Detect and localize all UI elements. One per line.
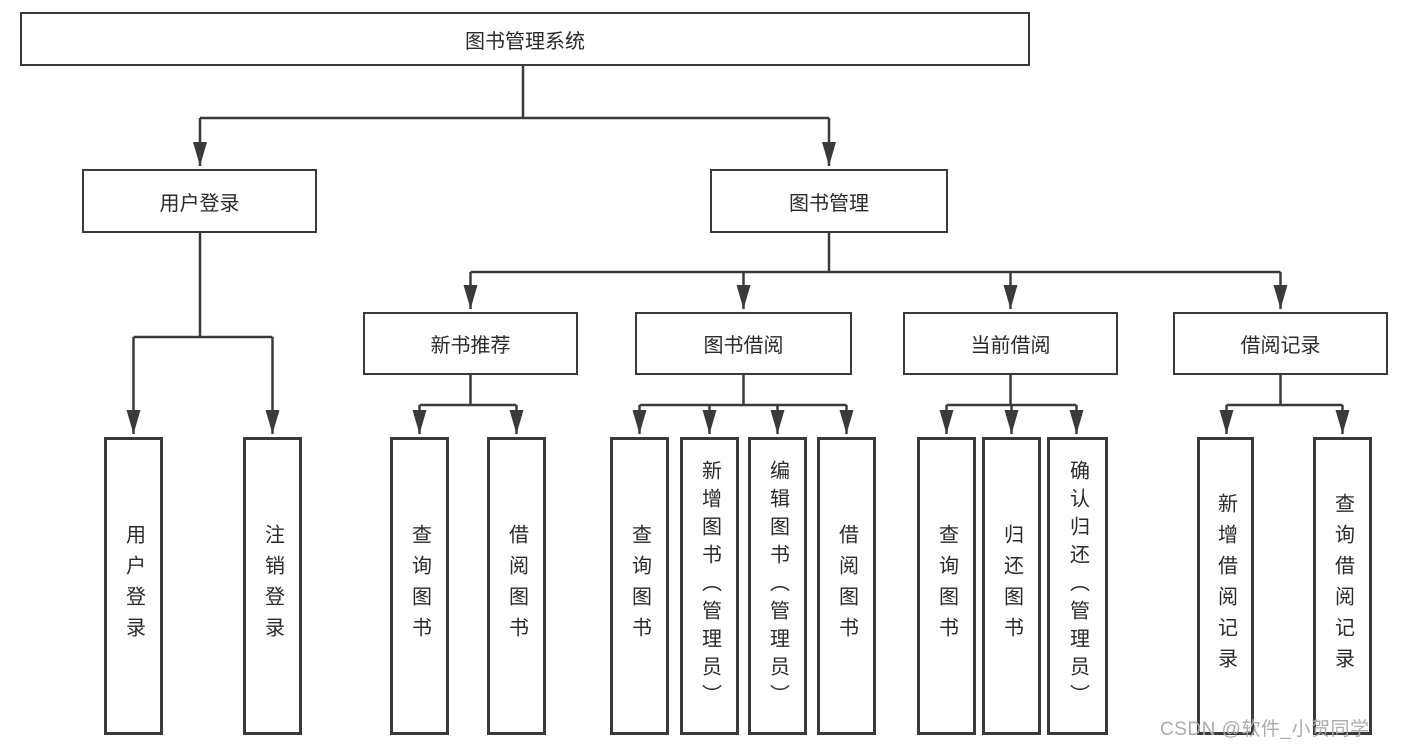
leaf-query-borrow-record: 查询借阅记录 [1313, 437, 1372, 735]
leaf-query-books-borrowing: 查询图书 [610, 437, 669, 735]
node-root-library-system: 图书管理系统 [20, 12, 1030, 66]
node-current-borrowing: 当前借阅 [903, 312, 1118, 375]
leaf-label: 查询图书 [628, 524, 651, 648]
leaf-label: 查询图书 [408, 524, 431, 648]
leaf-label: 确认归还（管理员） [1066, 460, 1089, 712]
connectors [126, 66, 1350, 434]
node-label: 图书管理系统 [465, 30, 585, 53]
csdn-watermark: CSDN @软件_小贺同学 [1160, 719, 1370, 740]
leaf-query-books-current: 查询图书 [917, 437, 976, 735]
leaf-confirm-return-admin: 确认归还（管理员） [1047, 437, 1108, 735]
leaf-label: 用户登录 [122, 524, 145, 648]
node-book-management: 图书管理 [710, 169, 948, 233]
node-book-borrowing: 图书借阅 [635, 312, 852, 375]
leaf-label: 查询图书 [935, 524, 958, 648]
leaf-label: 新增借阅记录 [1214, 493, 1237, 679]
leaf-borrow-books-borrowing: 借阅图书 [817, 437, 876, 735]
leaf-query-books-recommend: 查询图书 [390, 437, 449, 735]
leaf-edit-books-admin: 编辑图书（管理员） [748, 437, 807, 735]
leaf-return-books: 归还图书 [982, 437, 1041, 735]
leaf-label: 注销登录 [261, 524, 284, 648]
leaf-borrow-books-recommend: 借阅图书 [487, 437, 546, 735]
leaf-label: 新增图书（管理员） [698, 460, 721, 712]
leaf-add-books-admin: 新增图书（管理员） [680, 437, 739, 735]
leaf-logout: 注销登录 [243, 437, 302, 735]
leaf-label: 查询借阅记录 [1331, 493, 1354, 679]
leaf-user-login: 用户登录 [104, 437, 163, 735]
leaf-add-borrow-record: 新增借阅记录 [1197, 437, 1254, 735]
node-label: 用户登录 [159, 192, 240, 215]
node-new-book-recommend: 新书推荐 [363, 312, 578, 375]
leaf-label: 借阅图书 [835, 524, 858, 648]
leaf-label: 归还图书 [1000, 524, 1023, 648]
node-label: 借阅记录 [1240, 335, 1321, 357]
leaf-label: 借阅图书 [505, 524, 528, 648]
node-label: 图书管理 [789, 192, 869, 215]
node-user-login: 用户登录 [82, 169, 317, 233]
node-label: 当前借阅 [970, 335, 1051, 357]
node-label: 新书推荐 [430, 335, 511, 357]
leaf-label: 编辑图书（管理员） [766, 460, 789, 712]
node-borrowing-records: 借阅记录 [1173, 312, 1388, 375]
node-label: 图书借阅 [703, 335, 784, 357]
